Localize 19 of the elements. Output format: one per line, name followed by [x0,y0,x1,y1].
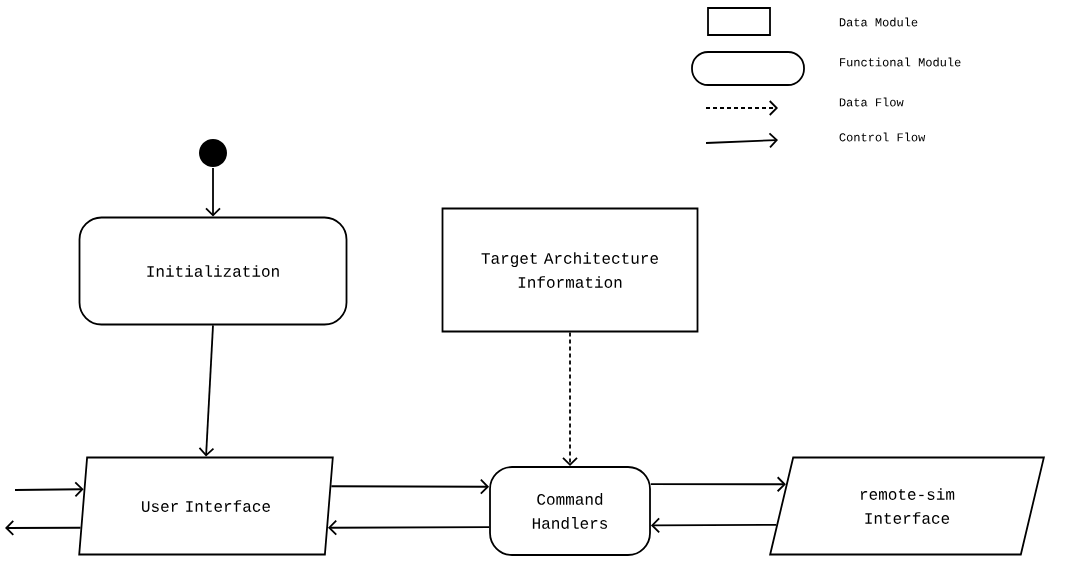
legend-label: Data Module [839,17,918,27]
start-dot [199,139,227,167]
arrow [205,167,221,217]
arrow [14,481,84,498]
io-parallelogram: User Interface [78,456,334,556]
arrow [5,520,82,536]
arrow [330,478,490,495]
legend-label: Control Flow [839,132,926,142]
data-box: Target Architecture Information [441,207,699,333]
process-box: Command Handlers [489,466,651,556]
arrow [198,324,215,457]
arrow [650,476,786,493]
arrow [327,519,490,536]
arrow [650,517,778,534]
legend-label: Data Flow [839,97,904,107]
process-box: Initialization [78,216,348,326]
legend-label: Functional Module [840,57,961,67]
io-parallelogram: remote-sim Interface [769,456,1045,556]
arrow [562,331,578,467]
